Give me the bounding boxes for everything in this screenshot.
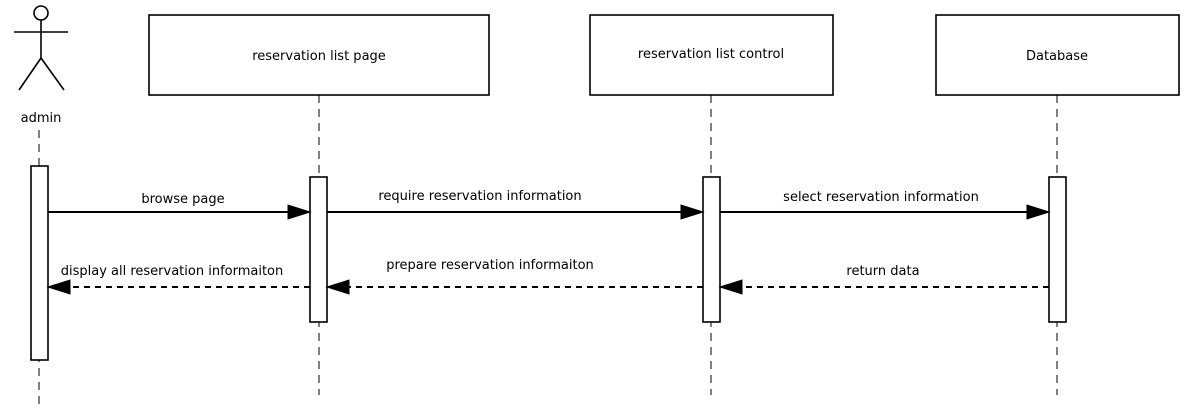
lifeline-reservation-list-control: reservation list control [589,14,834,96]
arrow-head [46,279,71,295]
message-label: select reservation information [783,190,979,205]
actor-right-leg [40,57,65,91]
message-select-reservation-information: select reservation information [720,190,1051,220]
arrow-head [287,204,312,220]
lifeline-database-label: Database [1026,49,1088,64]
message-label: return data [846,264,919,279]
message-browse-page: browse page [48,192,312,220]
message-label: prepare reservation informaiton [386,258,594,273]
activation-admin [30,165,49,361]
actor-admin-label: admin [21,111,62,126]
message-require-reservation-information: require reservation information [327,189,705,220]
message-display-all-reservation-information: display all reservation informaiton [46,264,310,295]
arrow-head [718,279,743,295]
lifeline-page-label: reservation list page [252,49,386,64]
lifeline-page-box [148,14,490,96]
arrow-head [1026,204,1051,220]
message-label: require reservation information [378,189,581,204]
activation-page [309,176,328,323]
message-label: browse page [141,192,224,207]
actor-admin: admin [14,5,68,126]
actor-head [33,5,49,21]
lifeline-control-label: reservation list control [638,47,784,62]
arrow-head [325,279,350,295]
message-return-data: return data [718,264,1049,295]
lifeline-control-box [589,14,834,96]
actor-left-leg [18,57,42,91]
arrow-head [680,204,705,220]
message-prepare-reservation-information: prepare reservation informaiton [325,258,703,295]
lifeline-reservation-list-page: reservation list page [148,14,490,96]
message-label: display all reservation informaiton [61,264,284,279]
activation-control [702,176,721,323]
activation-database [1048,176,1067,323]
lifeline-database-box [935,14,1180,96]
lifeline-database: Database [935,14,1180,96]
